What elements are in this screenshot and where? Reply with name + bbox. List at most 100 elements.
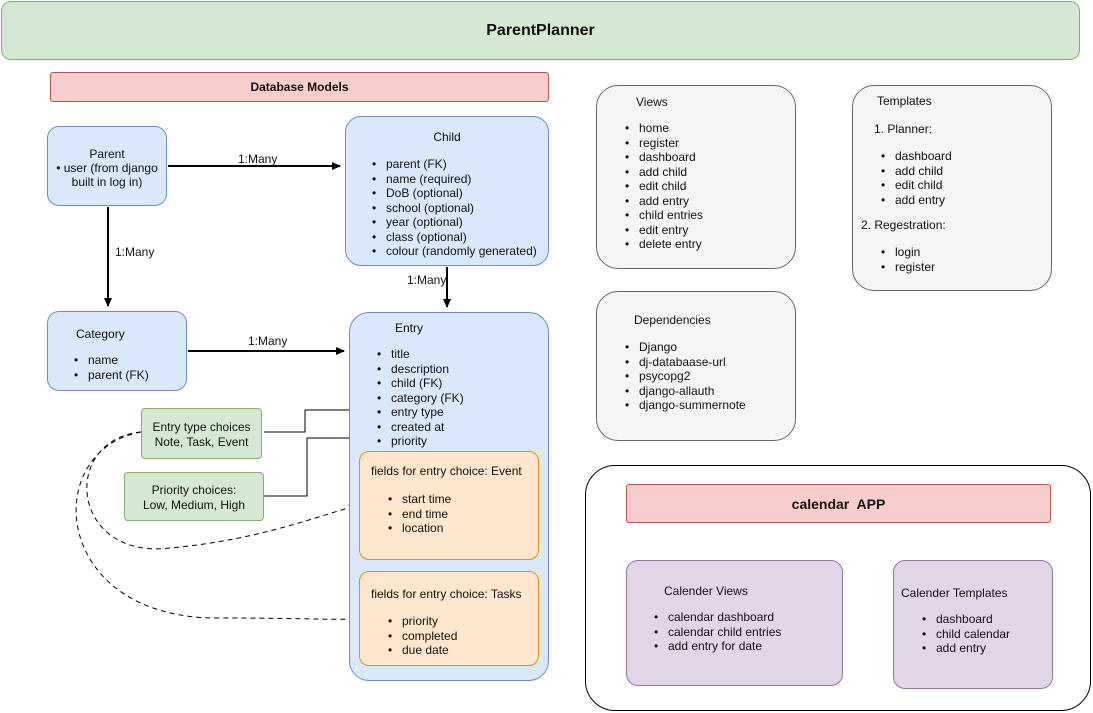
event-fields-title: fields for entry choice: Event <box>371 464 522 478</box>
entry-type-choices-line-2: Note, Task, Event <box>154 435 249 449</box>
templates-planner-label: 1. Planner: <box>874 122 933 136</box>
view-item: dashboard <box>625 150 703 165</box>
calendar-app-title: calendar APP <box>791 495 886 512</box>
task-fields-title: fields for entry choice: Tasks <box>371 587 522 601</box>
app-title: ParentPlanner <box>1 1 1080 60</box>
view-item: add child <box>625 165 703 180</box>
entry-field: entry type <box>377 405 464 420</box>
calendar-template-item: add entry <box>922 641 1010 656</box>
event-field: end time <box>388 507 451 522</box>
view-item: delete entry <box>625 237 703 252</box>
calendar-templates-box: Calender Templates dashboard child calen… <box>893 560 1053 689</box>
calendar-view-item: add entry for date <box>654 639 781 654</box>
calendar-template-item: child calendar <box>922 627 1010 642</box>
dependencies-list: Django dj-databaase-url psycopg2 django-… <box>625 340 746 413</box>
edge-entrytype-entry <box>264 407 366 433</box>
entry-type-choices-line-1: Entry type choices <box>152 420 251 434</box>
calendar-views-box: Calender Views calendar dashboard calend… <box>626 560 843 686</box>
child-field: name (required) <box>372 172 537 187</box>
calendar-templates-list: dashboard child calendar add entry <box>922 612 1010 656</box>
view-item: home <box>625 121 703 136</box>
dependency-item: Django <box>625 340 746 355</box>
view-item: add entry <box>625 194 703 209</box>
priority-choices: Priority choices: Low, Medium, High <box>124 472 264 521</box>
views-list: home register dashboard add child edit c… <box>625 121 703 252</box>
relation-label-category-entry: 1:Many <box>248 334 288 348</box>
dependencies-box: Dependencies Django dj-databaase-url psy… <box>596 291 796 441</box>
event-field: start time <box>388 492 451 507</box>
edge-priority-entry <box>264 435 366 497</box>
category-field-list: name parent (FK) <box>74 353 149 382</box>
dependency-item: dj-databaase-url <box>625 355 746 370</box>
child-field: year (optional) <box>372 215 537 230</box>
parent-model: Parent • user (from django built in log … <box>47 126 167 206</box>
parent-line-2: built in log in) <box>71 175 143 189</box>
models-header-text: Database Models <box>250 80 349 94</box>
view-item: register <box>625 136 703 151</box>
templates-registration-list: login register <box>881 245 935 274</box>
dependencies-title: Dependencies <box>634 313 711 327</box>
calendar-view-item: calendar child entries <box>654 625 781 640</box>
entry-field: created at <box>377 420 464 435</box>
task-field: completed <box>388 629 457 644</box>
child-title: Child <box>433 130 461 144</box>
category-model: Category name parent (FK) <box>47 311 187 391</box>
view-item: edit child <box>625 179 703 194</box>
calendar-app-header: calendar APP <box>626 484 1051 523</box>
dependency-item: django-summernote <box>625 398 746 413</box>
entry-field: priority <box>377 434 464 449</box>
entry-title: Entry <box>395 321 424 335</box>
templates-box: Templates 1. Planner: dashboard add chil… <box>852 85 1052 291</box>
template-item: add entry <box>881 193 952 208</box>
dependency-item: psycopg2 <box>625 369 746 384</box>
category-field: parent (FK) <box>74 368 149 383</box>
templates-planner-list: dashboard add child edit child add entry <box>881 149 952 207</box>
child-field-list: parent (FK) name (required) DoB (optiona… <box>372 157 537 259</box>
template-item: login <box>881 245 935 260</box>
task-field-list: priority completed due date <box>388 614 457 658</box>
entry-field: child (FK) <box>377 376 464 391</box>
calendar-view-item: calendar dashboard <box>654 610 781 625</box>
entry-field: category (FK) <box>377 391 464 406</box>
dependency-item: django-allauth <box>625 384 746 399</box>
views-box: Views home register dashboard add child … <box>596 85 796 269</box>
edge-entrytype-event <box>86 431 357 550</box>
entry-field: description <box>377 362 464 377</box>
views-title: Views <box>636 95 668 109</box>
child-field: school (optional) <box>372 201 537 216</box>
event-field-list: start time end time location <box>388 492 451 536</box>
app-title-text: ParentPlanner <box>486 21 595 39</box>
calendar-views-list: calendar dashboard calendar child entrie… <box>654 610 781 654</box>
template-item: add child <box>881 164 952 179</box>
child-field: class (optional) <box>372 230 537 245</box>
calendar-views-title: Calender Views <box>664 584 748 598</box>
priority-choices-line-1: Priority choices: <box>151 483 237 497</box>
category-field: name <box>74 353 149 368</box>
child-model: Child parent (FK) name (required) DoB (o… <box>345 116 549 266</box>
task-field: due date <box>388 643 457 658</box>
child-field: colour (randomly generated) <box>372 244 537 259</box>
priority-choices-line-2: Low, Medium, High <box>142 498 246 512</box>
task-fields-box: fields for entry choice: Tasks priority … <box>359 571 539 666</box>
template-item: register <box>881 260 935 275</box>
event-fields-box: fields for entry choice: Event start tim… <box>359 451 539 560</box>
relation-label-parent-child: 1:Many <box>238 152 278 166</box>
template-item: edit child <box>881 178 952 193</box>
child-field: parent (FK) <box>372 157 537 172</box>
models-header: Database Models <box>50 72 549 102</box>
category-title: Category <box>76 327 125 341</box>
calendar-templates-title: Calender Templates <box>901 586 1008 600</box>
view-item: child entries <box>625 208 703 223</box>
entry-field: title <box>377 347 464 362</box>
template-item: dashboard <box>881 149 952 164</box>
relation-label-parent-category: 1:Many <box>115 245 155 259</box>
templates-title: Templates <box>877 94 932 108</box>
templates-registration-label: 2. Regestration: <box>861 218 946 232</box>
entry-field-list: title description child (FK) category (F… <box>377 347 464 449</box>
edge-entrytype-task <box>75 431 357 623</box>
child-field: DoB (optional) <box>372 186 537 201</box>
task-field: priority <box>388 614 457 629</box>
parent-title: Parent <box>89 147 125 161</box>
relation-label-child-entry: 1:Many <box>407 273 447 287</box>
